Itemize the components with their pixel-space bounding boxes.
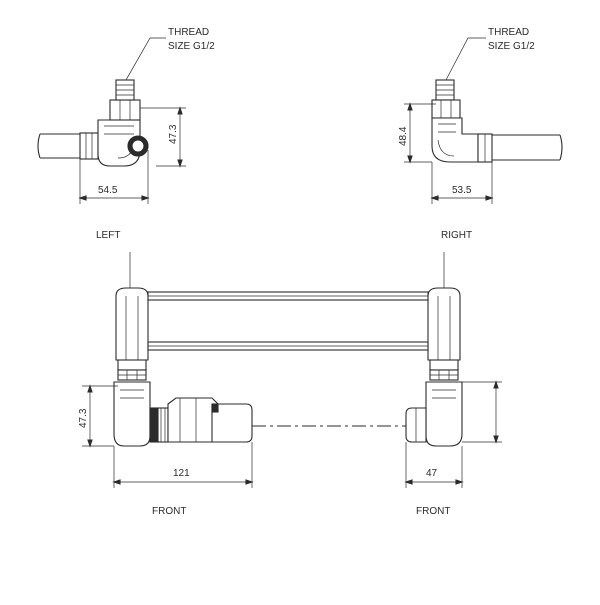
callout-line-1: THREAD — [488, 27, 529, 38]
view-label-front-right: FRONT — [416, 506, 450, 517]
radiator-rails — [147, 291, 429, 351]
left-side-view: THREAD SIZE G1/2 47.3 54.5 — [37, 27, 215, 204]
dim-right-top-height: 48.4 — [398, 102, 436, 164]
dim-label: 53.5 — [452, 185, 472, 196]
front-right-valve — [405, 359, 463, 447]
right-elbow — [431, 117, 493, 163]
left-elbow — [97, 119, 149, 167]
right-thread-fitting — [431, 79, 461, 119]
front-left-valve — [113, 359, 253, 447]
dim-front-right-width: 47 — [404, 442, 464, 488]
dim-label: 47.3 — [168, 124, 179, 144]
dim-label: 47 — [426, 468, 438, 479]
dim-label: 54.5 — [98, 185, 118, 196]
right-thread-callout: THREAD SIZE G1/2 — [445, 27, 535, 81]
radiator-right-column — [427, 287, 461, 361]
right-pipe — [492, 134, 563, 161]
left-thread-callout: THREAD SIZE G1/2 — [125, 27, 215, 81]
dim-front-left-width: 121 — [112, 442, 254, 488]
left-thread-fitting — [109, 79, 141, 121]
dim-left-top-width: 54.5 — [78, 150, 150, 204]
radiator-left-column — [115, 287, 149, 361]
callout-line-2: SIZE G1/2 — [168, 41, 215, 52]
radiator-front-view — [115, 252, 461, 361]
dim-label: 47.3 — [78, 408, 89, 428]
view-label-left: LEFT — [96, 230, 120, 241]
callout-line-1: THREAD — [168, 27, 209, 38]
dim-label: 48.4 — [398, 126, 409, 146]
dim-left-top-height: 47.3 — [140, 106, 186, 168]
view-label-right: RIGHT — [441, 230, 472, 241]
view-label-front-left: FRONT — [152, 506, 186, 517]
callout-line-2: SIZE G1/2 — [488, 41, 535, 52]
dim-label: 121 — [173, 468, 190, 479]
dim-front-right-height — [462, 380, 502, 444]
dim-right-top-width: 53.5 — [430, 162, 494, 204]
left-pipe — [37, 132, 99, 160]
right-side-view: THREAD SIZE G1/2 48.4 53.5 — [398, 27, 563, 204]
dim-front-left-height: 47.3 — [78, 384, 118, 448]
